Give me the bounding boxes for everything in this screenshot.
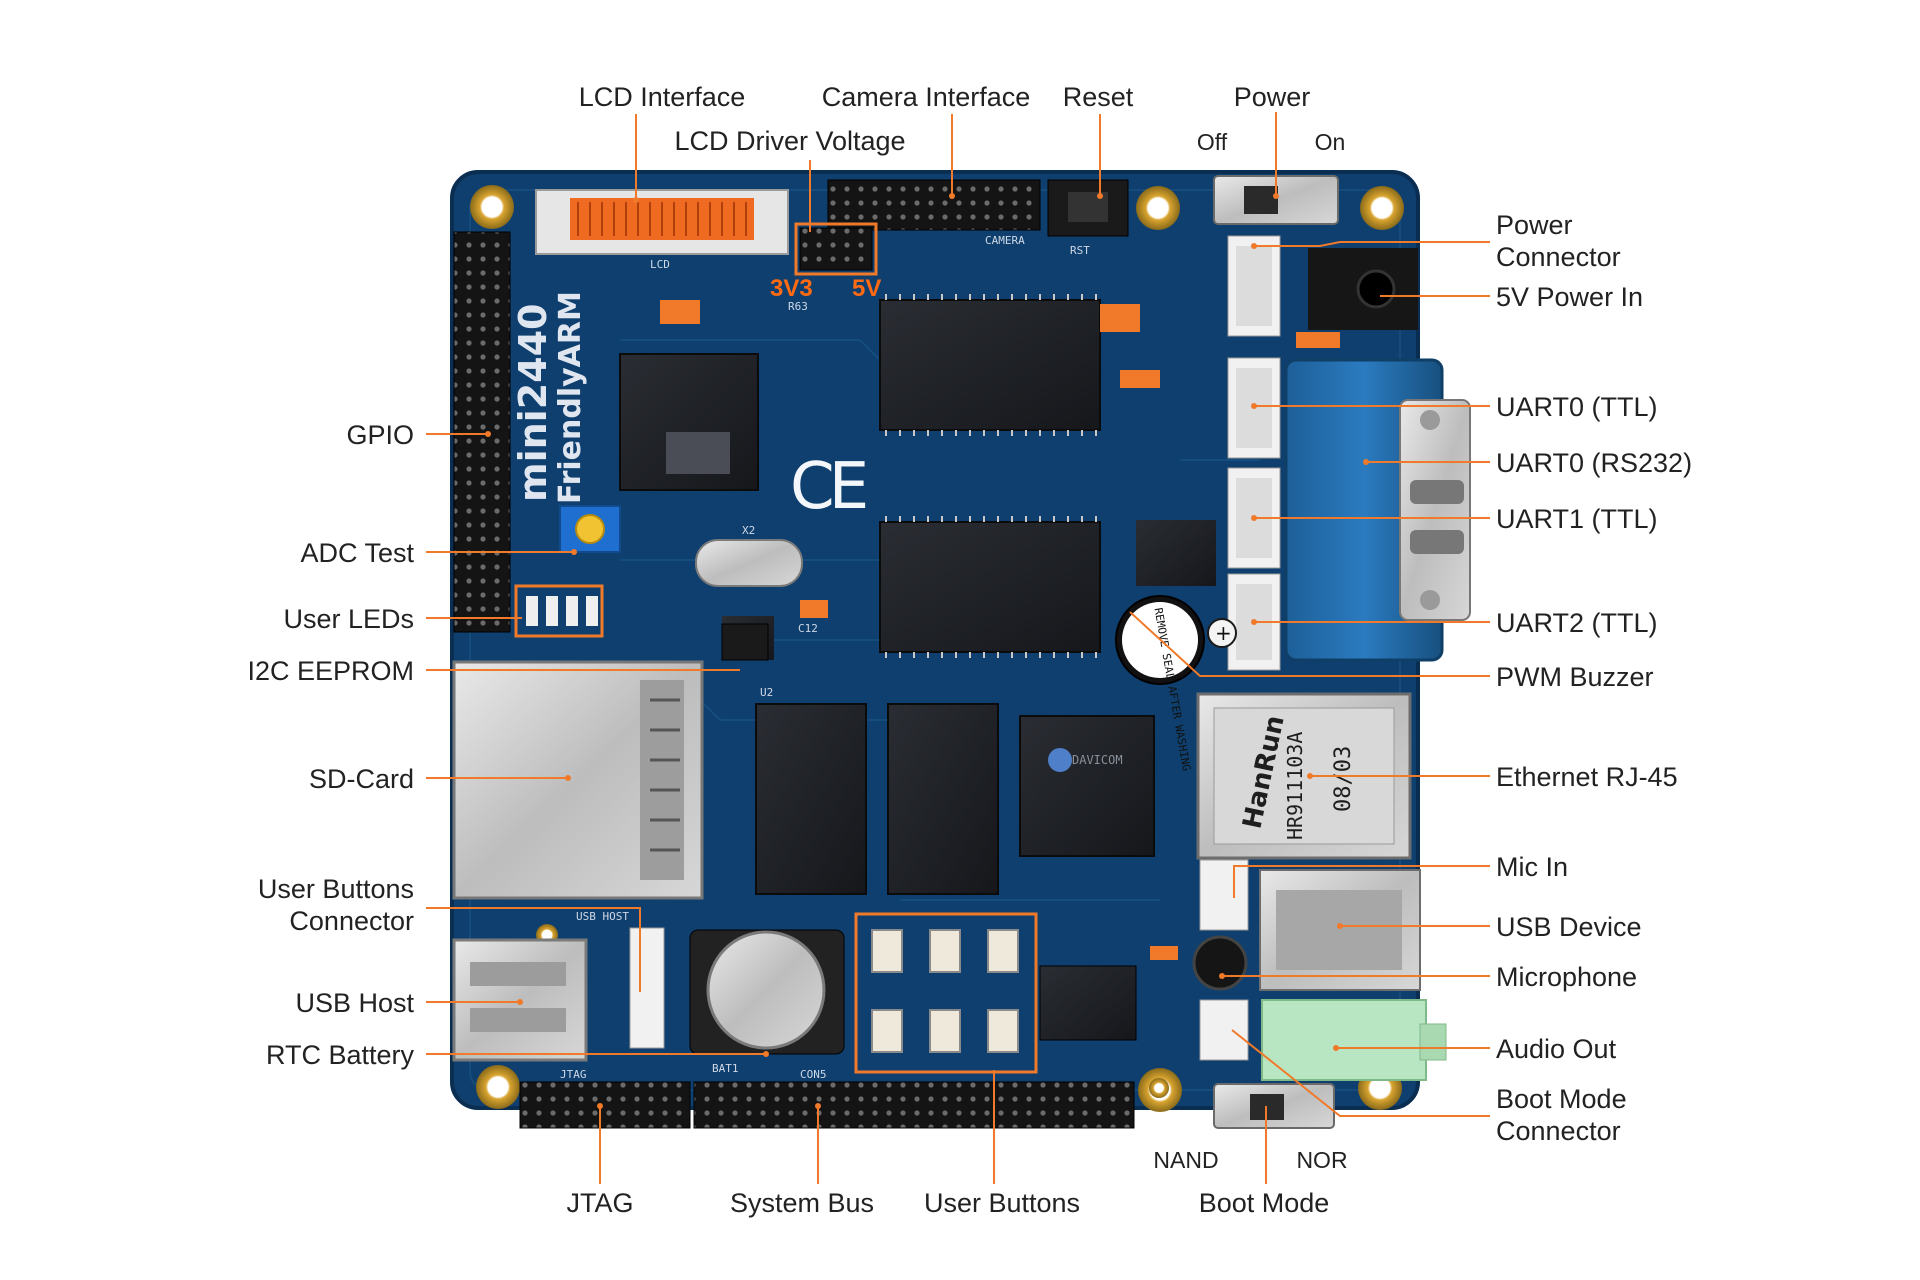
label-power: Power (1234, 82, 1311, 112)
lcd-voltage-jumper: 3V3 5V R63 (770, 222, 881, 313)
label-boot-mode: Boot Mode (1199, 1188, 1330, 1218)
silk-u2: U2 (760, 686, 773, 699)
label-nand: NAND (1153, 1147, 1218, 1173)
label-ethernet: Ethernet RJ-45 (1496, 762, 1678, 792)
silk-c12: C12 (798, 622, 818, 635)
label-user-leds: User LEDs (283, 604, 414, 634)
user-buttons-part (854, 912, 1038, 1074)
label-mic-in: Mic In (1496, 852, 1568, 882)
eeprom-chip (721, 623, 769, 661)
label-off: Off (1197, 129, 1228, 155)
sdram-chips (879, 294, 1101, 658)
silk-bat1: BAT1 (712, 1062, 739, 1075)
silk-r63: R63 (788, 300, 808, 313)
audio-out-part (1199, 999, 1447, 1081)
label-boot-mode-connector-line2: Connector (1496, 1116, 1621, 1146)
label-lcd-interface: LCD Interface (579, 82, 746, 112)
label-uart0-ttl: UART0 (TTL) (1496, 392, 1658, 422)
leader-dots (485, 193, 1369, 1109)
brand-silk: mini2440 FriendlyARM (511, 291, 588, 504)
db9-connector-part (1284, 358, 1471, 662)
audio-ic (1039, 965, 1137, 1041)
label-5v-power-in: 5V Power In (1496, 282, 1643, 312)
label-on: On (1315, 129, 1346, 155)
leader-user-buttons-connector (426, 907, 641, 992)
label-uart2-ttl: UART2 (TTL) (1496, 608, 1658, 638)
label-user-buttons: User Buttons (924, 1188, 1080, 1218)
flash-chips: U2 (755, 686, 999, 895)
label-gpio: GPIO (346, 420, 414, 450)
svg-text:+: + (1215, 621, 1232, 645)
ce-mark: CE (790, 450, 866, 524)
cpu-chip (619, 353, 759, 491)
label-power-connector-line1: Power (1496, 210, 1573, 240)
label-camera-interface: Camera Interface (822, 82, 1031, 112)
boot-switch-part (1213, 1083, 1335, 1129)
label-audio-out: Audio Out (1496, 1034, 1617, 1064)
board-brand: FriendlyARM (553, 291, 588, 504)
label-rtc-battery: RTC Battery (266, 1040, 415, 1070)
label-uart0-rs232: UART0 (RS232) (1496, 448, 1692, 478)
ethernet-code: 08/03 (1331, 746, 1356, 812)
chip-vendor: DAVICOM (1072, 753, 1123, 767)
reset-button-part: RST (1047, 179, 1129, 257)
user-buttons-connector-part (629, 927, 665, 1049)
label-uart1-ttl: UART1 (TTL) (1496, 504, 1658, 534)
power-connector-part (1227, 235, 1418, 348)
label-system-bus: System Bus (730, 1188, 874, 1218)
rtc-battery-part: BAT1 (689, 929, 845, 1075)
label-usb-host: USB Host (295, 988, 414, 1018)
silk-jtag: JTAG (560, 1068, 587, 1081)
label-lcd-driver-voltage: LCD Driver Voltage (674, 126, 905, 156)
user-leds-part (514, 584, 604, 638)
leader-mic-in (1233, 865, 1490, 898)
mounting-holes (470, 185, 1404, 1112)
silk-camera: CAMERA (985, 234, 1025, 247)
leader-pwm-buzzer (1129, 611, 1490, 677)
label-sd-card: SD-Card (309, 764, 414, 794)
board-model: mini2440 (511, 304, 555, 502)
silk-lcd: LCD (650, 258, 670, 271)
mic-usbdev-part (1192, 859, 1421, 991)
leader-lines (426, 112, 1490, 1184)
ethernet-controller-chip: DAVICOM (1019, 715, 1155, 857)
label-user-buttons-connector-line2: Connector (289, 906, 414, 936)
camera-header: CAMERA (827, 179, 1041, 247)
label-microphone: Microphone (1496, 962, 1637, 992)
bottom-headers: JTAG CON5 (519, 1068, 1135, 1129)
ethernet-part: HanRun HR911103A 08/03 (1196, 692, 1412, 860)
label-nor: NOR (1296, 1147, 1347, 1173)
label-reset: Reset (1063, 82, 1134, 112)
voltage-5v: 5V (852, 275, 881, 302)
crystal-x2: X2 (695, 524, 803, 587)
leader-power-connector (1254, 241, 1490, 247)
silk-usb-host: USB HOST (576, 910, 629, 923)
label-usb-device: USB Device (1496, 912, 1642, 942)
sd-card-part (452, 660, 704, 900)
label-power-connector-line2: Connector (1496, 242, 1621, 272)
lcd-connector: LCD (535, 189, 789, 271)
silk-rst: RST (1070, 244, 1090, 257)
capacitor (1150, 946, 1178, 960)
label-boot-mode-connector-line1: Boot Mode (1496, 1084, 1627, 1114)
voltage-3v3: 3V3 (770, 275, 813, 302)
gpio-header-part (453, 231, 511, 633)
label-jtag: JTAG (567, 1188, 634, 1218)
silk-con5: CON5 (800, 1068, 827, 1081)
silk-x2: X2 (742, 524, 755, 537)
callout-labels: LCD Interface Camera Interface Reset Pow… (247, 82, 1692, 1218)
label-pwm-buzzer: PWM Buzzer (1496, 662, 1654, 692)
leader-boot-mode-connector (1231, 1029, 1490, 1117)
power-switch-part (1213, 175, 1339, 225)
ethernet-part-number: HR911103A (1283, 732, 1307, 840)
label-i2c-eeprom: I2C EEPROM (247, 656, 414, 686)
label-user-buttons-connector-line1: User Buttons (258, 874, 414, 904)
label-adc-test: ADC Test (300, 538, 414, 568)
